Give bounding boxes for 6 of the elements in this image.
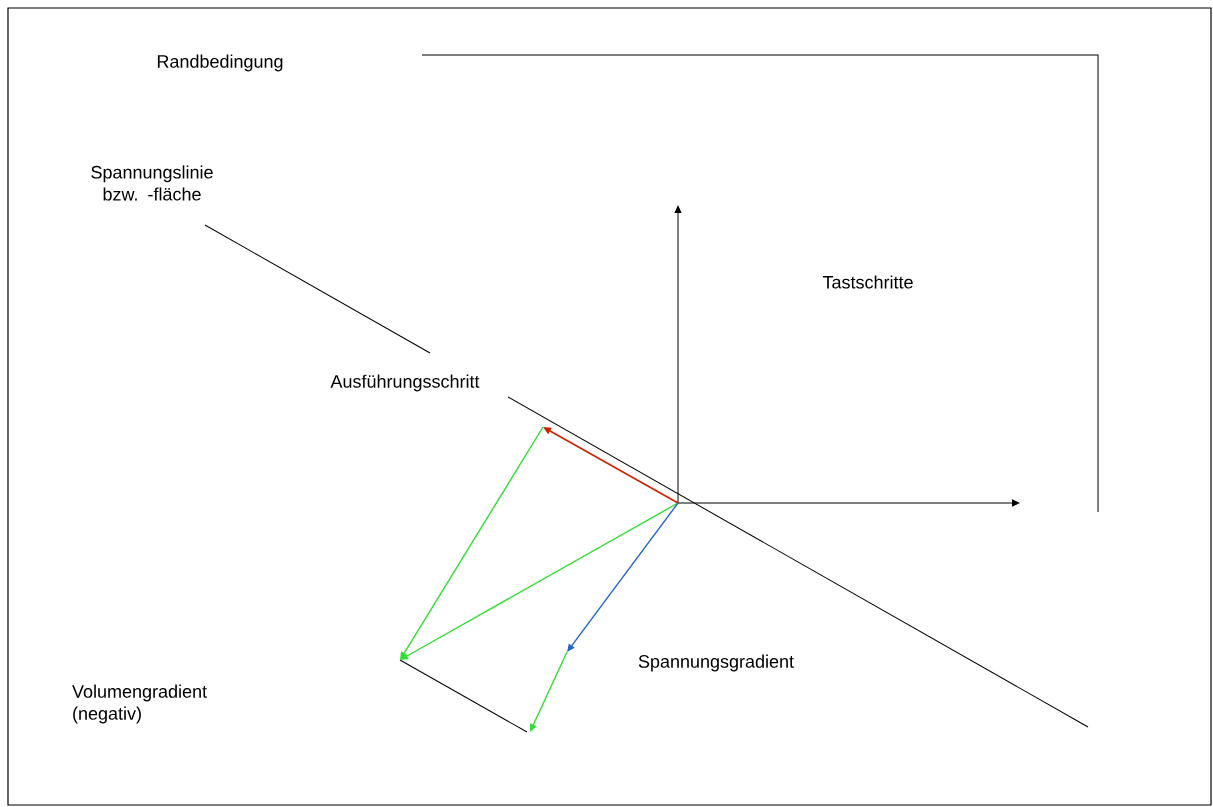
text-label: Tastschritte	[822, 275, 913, 289]
text-label: Spannungslinie bzw. -fläche	[91, 165, 213, 201]
text-label: Volumengradient (negativ)	[72, 684, 207, 724]
text-label: Spannungsgradient	[638, 654, 794, 672]
text-label: Ausführungsschritt	[330, 374, 480, 392]
text-label: Randbedingung	[157, 54, 283, 72]
